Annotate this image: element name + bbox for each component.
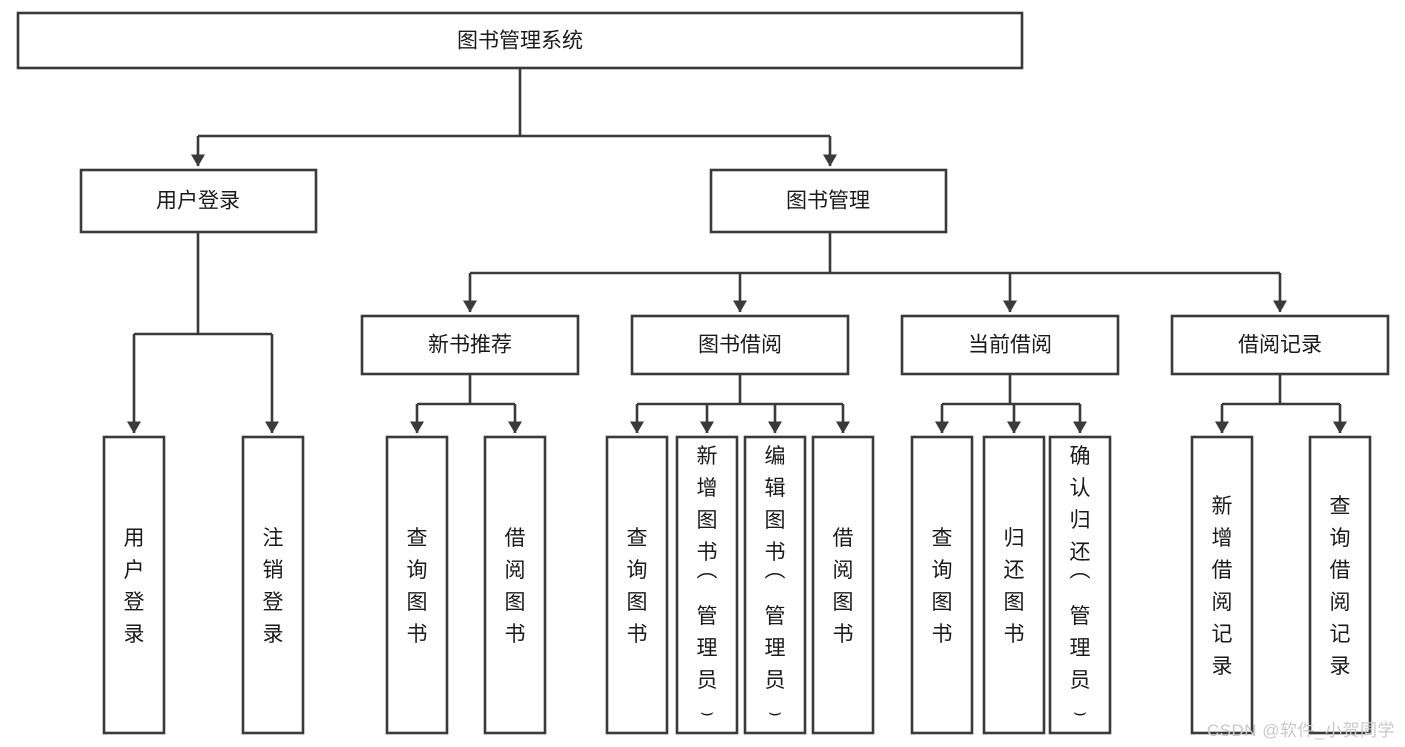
node-borrow-record[interactable]: 借阅记录 bbox=[1170, 314, 1390, 376]
node-user-login-label: 用户登录 bbox=[156, 190, 240, 213]
node-book-manage[interactable]: 图书管理 bbox=[709, 168, 948, 234]
node-leaf-add-record-label: 新增借阅记录 bbox=[1212, 495, 1233, 678]
node-book-manage-label: 图书管理 bbox=[786, 190, 870, 213]
node-leaf-edit-book-box[interactable] bbox=[743, 435, 807, 735]
node-book-borrow-label: 图书借阅 bbox=[698, 334, 782, 357]
node-leaf-query-book-1-label: 查询图书 bbox=[407, 527, 428, 646]
node-leaf-edit-book-label: 编辑图书⌒管理员⌣ bbox=[765, 445, 786, 724]
node-book-borrow[interactable]: 图书借阅 bbox=[630, 314, 850, 376]
node-book-manage-box[interactable] bbox=[709, 168, 948, 234]
node-leaf-confirm-return-label: 确认归还⌒管理员⌣ bbox=[1070, 445, 1091, 724]
node-root-box[interactable] bbox=[16, 11, 1024, 70]
node-leaf-add-book-label: 新增图书⌒管理员⌣ bbox=[697, 445, 718, 724]
node-leaf-query-book-1-box[interactable] bbox=[385, 435, 449, 735]
node-leaf-return-book[interactable]: 归还图书 bbox=[982, 435, 1046, 735]
node-root[interactable]: 图书管理系统 bbox=[16, 11, 1024, 70]
node-root-label: 图书管理系统 bbox=[457, 30, 583, 53]
connector-group bbox=[127, 68, 1347, 434]
node-leaf-borrow-book-1-box[interactable] bbox=[483, 435, 547, 735]
node-leaf-user-login-label: 用户登录 bbox=[124, 527, 145, 646]
node-book-borrow-box[interactable] bbox=[630, 314, 850, 376]
node-leaf-borrow-book-2-box[interactable] bbox=[811, 435, 875, 735]
node-leaf-query-book-2-box[interactable] bbox=[605, 435, 669, 735]
node-leaf-return-book-box[interactable] bbox=[982, 435, 1046, 735]
node-leaf-add-record[interactable]: 新增借阅记录 bbox=[1190, 435, 1254, 735]
node-leaf-add-book[interactable]: 新增图书⌒管理员⌣ bbox=[675, 435, 739, 735]
node-leaf-borrow-book-1-label: 借阅图书 bbox=[505, 527, 526, 646]
node-leaf-query-book-3[interactable]: 查询图书 bbox=[910, 435, 974, 735]
leaf-node-layer: 用户登录 注销登录 查询图书 借阅图书 查询图书 新增图书⌒管理员⌣ 编辑图书⌒管理员⌣ 借阅… bbox=[102, 435, 1372, 735]
node-borrow-record-box[interactable] bbox=[1170, 314, 1390, 376]
node-leaf-user-logout-box[interactable] bbox=[241, 435, 305, 735]
node-leaf-add-book-box[interactable] bbox=[675, 435, 739, 735]
node-leaf-query-book-1[interactable]: 查询图书 bbox=[385, 435, 449, 735]
node-borrow-record-label: 借阅记录 bbox=[1238, 334, 1322, 357]
node-new-book-recommend[interactable]: 新书推荐 bbox=[360, 314, 580, 376]
node-leaf-return-book-label: 归还图书 bbox=[1004, 527, 1025, 646]
node-current-borrow[interactable]: 当前借阅 bbox=[900, 314, 1120, 376]
node-leaf-query-book-2[interactable]: 查询图书 bbox=[605, 435, 669, 735]
node-leaf-user-logout-label: 注销登录 bbox=[263, 527, 284, 646]
node-new-book-recommend-box[interactable] bbox=[360, 314, 580, 376]
node-current-borrow-label: 当前借阅 bbox=[968, 334, 1052, 357]
node-user-login[interactable]: 用户登录 bbox=[79, 168, 318, 234]
node-leaf-query-book-3-label: 查询图书 bbox=[932, 527, 953, 646]
node-leaf-user-login[interactable]: 用户登录 bbox=[102, 435, 166, 735]
node-leaf-confirm-return-box[interactable] bbox=[1048, 435, 1112, 735]
node-leaf-query-record[interactable]: 查询借阅记录 bbox=[1308, 435, 1372, 735]
node-leaf-query-record-box[interactable] bbox=[1308, 435, 1372, 735]
node-user-login-box[interactable] bbox=[79, 168, 318, 234]
node-leaf-borrow-book-2[interactable]: 借阅图书 bbox=[811, 435, 875, 735]
node-leaf-borrow-book-2-label: 借阅图书 bbox=[833, 527, 854, 646]
node-leaf-query-book-2-label: 查询图书 bbox=[627, 527, 648, 646]
node-leaf-borrow-book-1[interactable]: 借阅图书 bbox=[483, 435, 547, 735]
node-leaf-user-login-box[interactable] bbox=[102, 435, 166, 735]
node-new-book-recommend-label: 新书推荐 bbox=[428, 334, 512, 357]
node-leaf-query-record-label: 查询借阅记录 bbox=[1330, 495, 1351, 678]
node-leaf-confirm-return[interactable]: 确认归还⌒管理员⌣ bbox=[1048, 435, 1112, 735]
node-leaf-add-record-box[interactable] bbox=[1190, 435, 1254, 735]
node-current-borrow-box[interactable] bbox=[900, 314, 1120, 376]
node-leaf-edit-book[interactable]: 编辑图书⌒管理员⌣ bbox=[743, 435, 807, 735]
node-leaf-user-logout[interactable]: 注销登录 bbox=[241, 435, 305, 735]
node-leaf-query-book-3-box[interactable] bbox=[910, 435, 974, 735]
